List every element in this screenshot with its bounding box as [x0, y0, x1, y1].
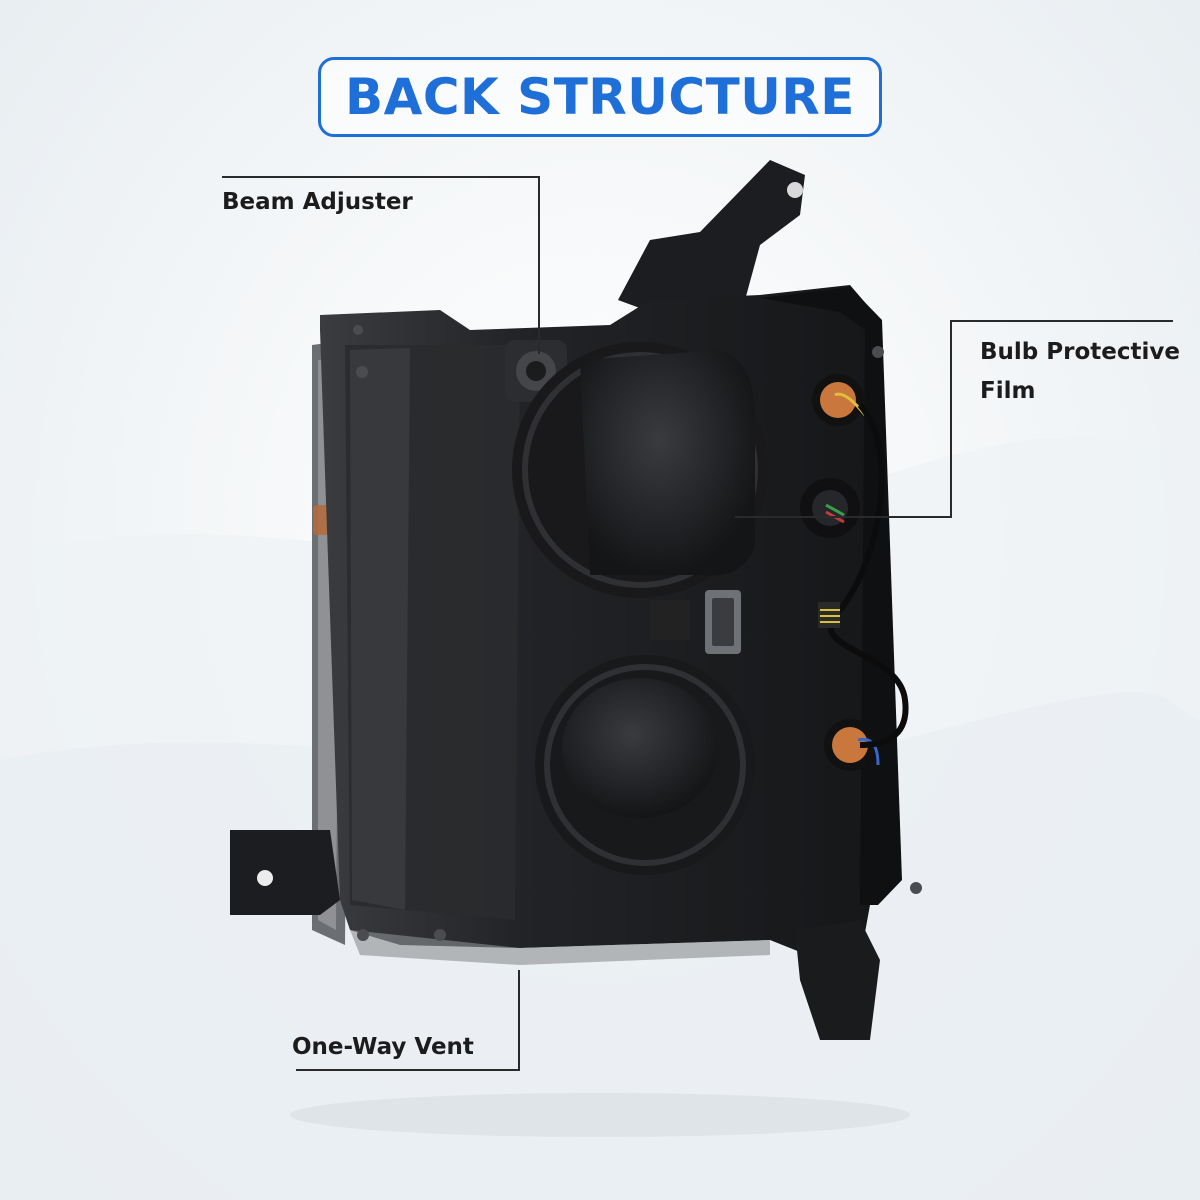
mounting-bracket-top	[618, 160, 805, 330]
vent-leader-h	[296, 1069, 520, 1071]
wiring-harness	[827, 403, 909, 748]
lower-dust-cap	[535, 655, 755, 875]
middle-bulb-socket	[800, 478, 860, 538]
bulb-film-leader-v	[950, 320, 952, 518]
title-badge: BACK STRUCTURE	[318, 57, 882, 137]
bulb-film-leader-h2	[735, 516, 952, 518]
bottom-tab	[795, 920, 880, 1040]
wire-connector	[650, 590, 741, 654]
bulb-protective-film-label-line1: Bulb Protective	[980, 339, 1180, 365]
beam-adjuster-label: Beam Adjuster	[222, 189, 413, 215]
beam-adjuster-leader-h	[222, 176, 540, 178]
mounting-bracket-left	[230, 830, 340, 915]
upper-dust-cap	[512, 342, 768, 598]
screws	[353, 325, 922, 941]
vent-leader-v	[518, 970, 520, 1071]
bulb-film-leader-h1	[950, 320, 1173, 322]
page-title: BACK STRUCTURE	[345, 68, 855, 126]
beam-adjuster-leader-v	[538, 176, 540, 354]
bulb-protective-film-label-line2: Film	[980, 378, 1036, 404]
one-way-vent-label: One-Way Vent	[292, 1034, 474, 1060]
upper-bulb-socket	[812, 374, 867, 426]
